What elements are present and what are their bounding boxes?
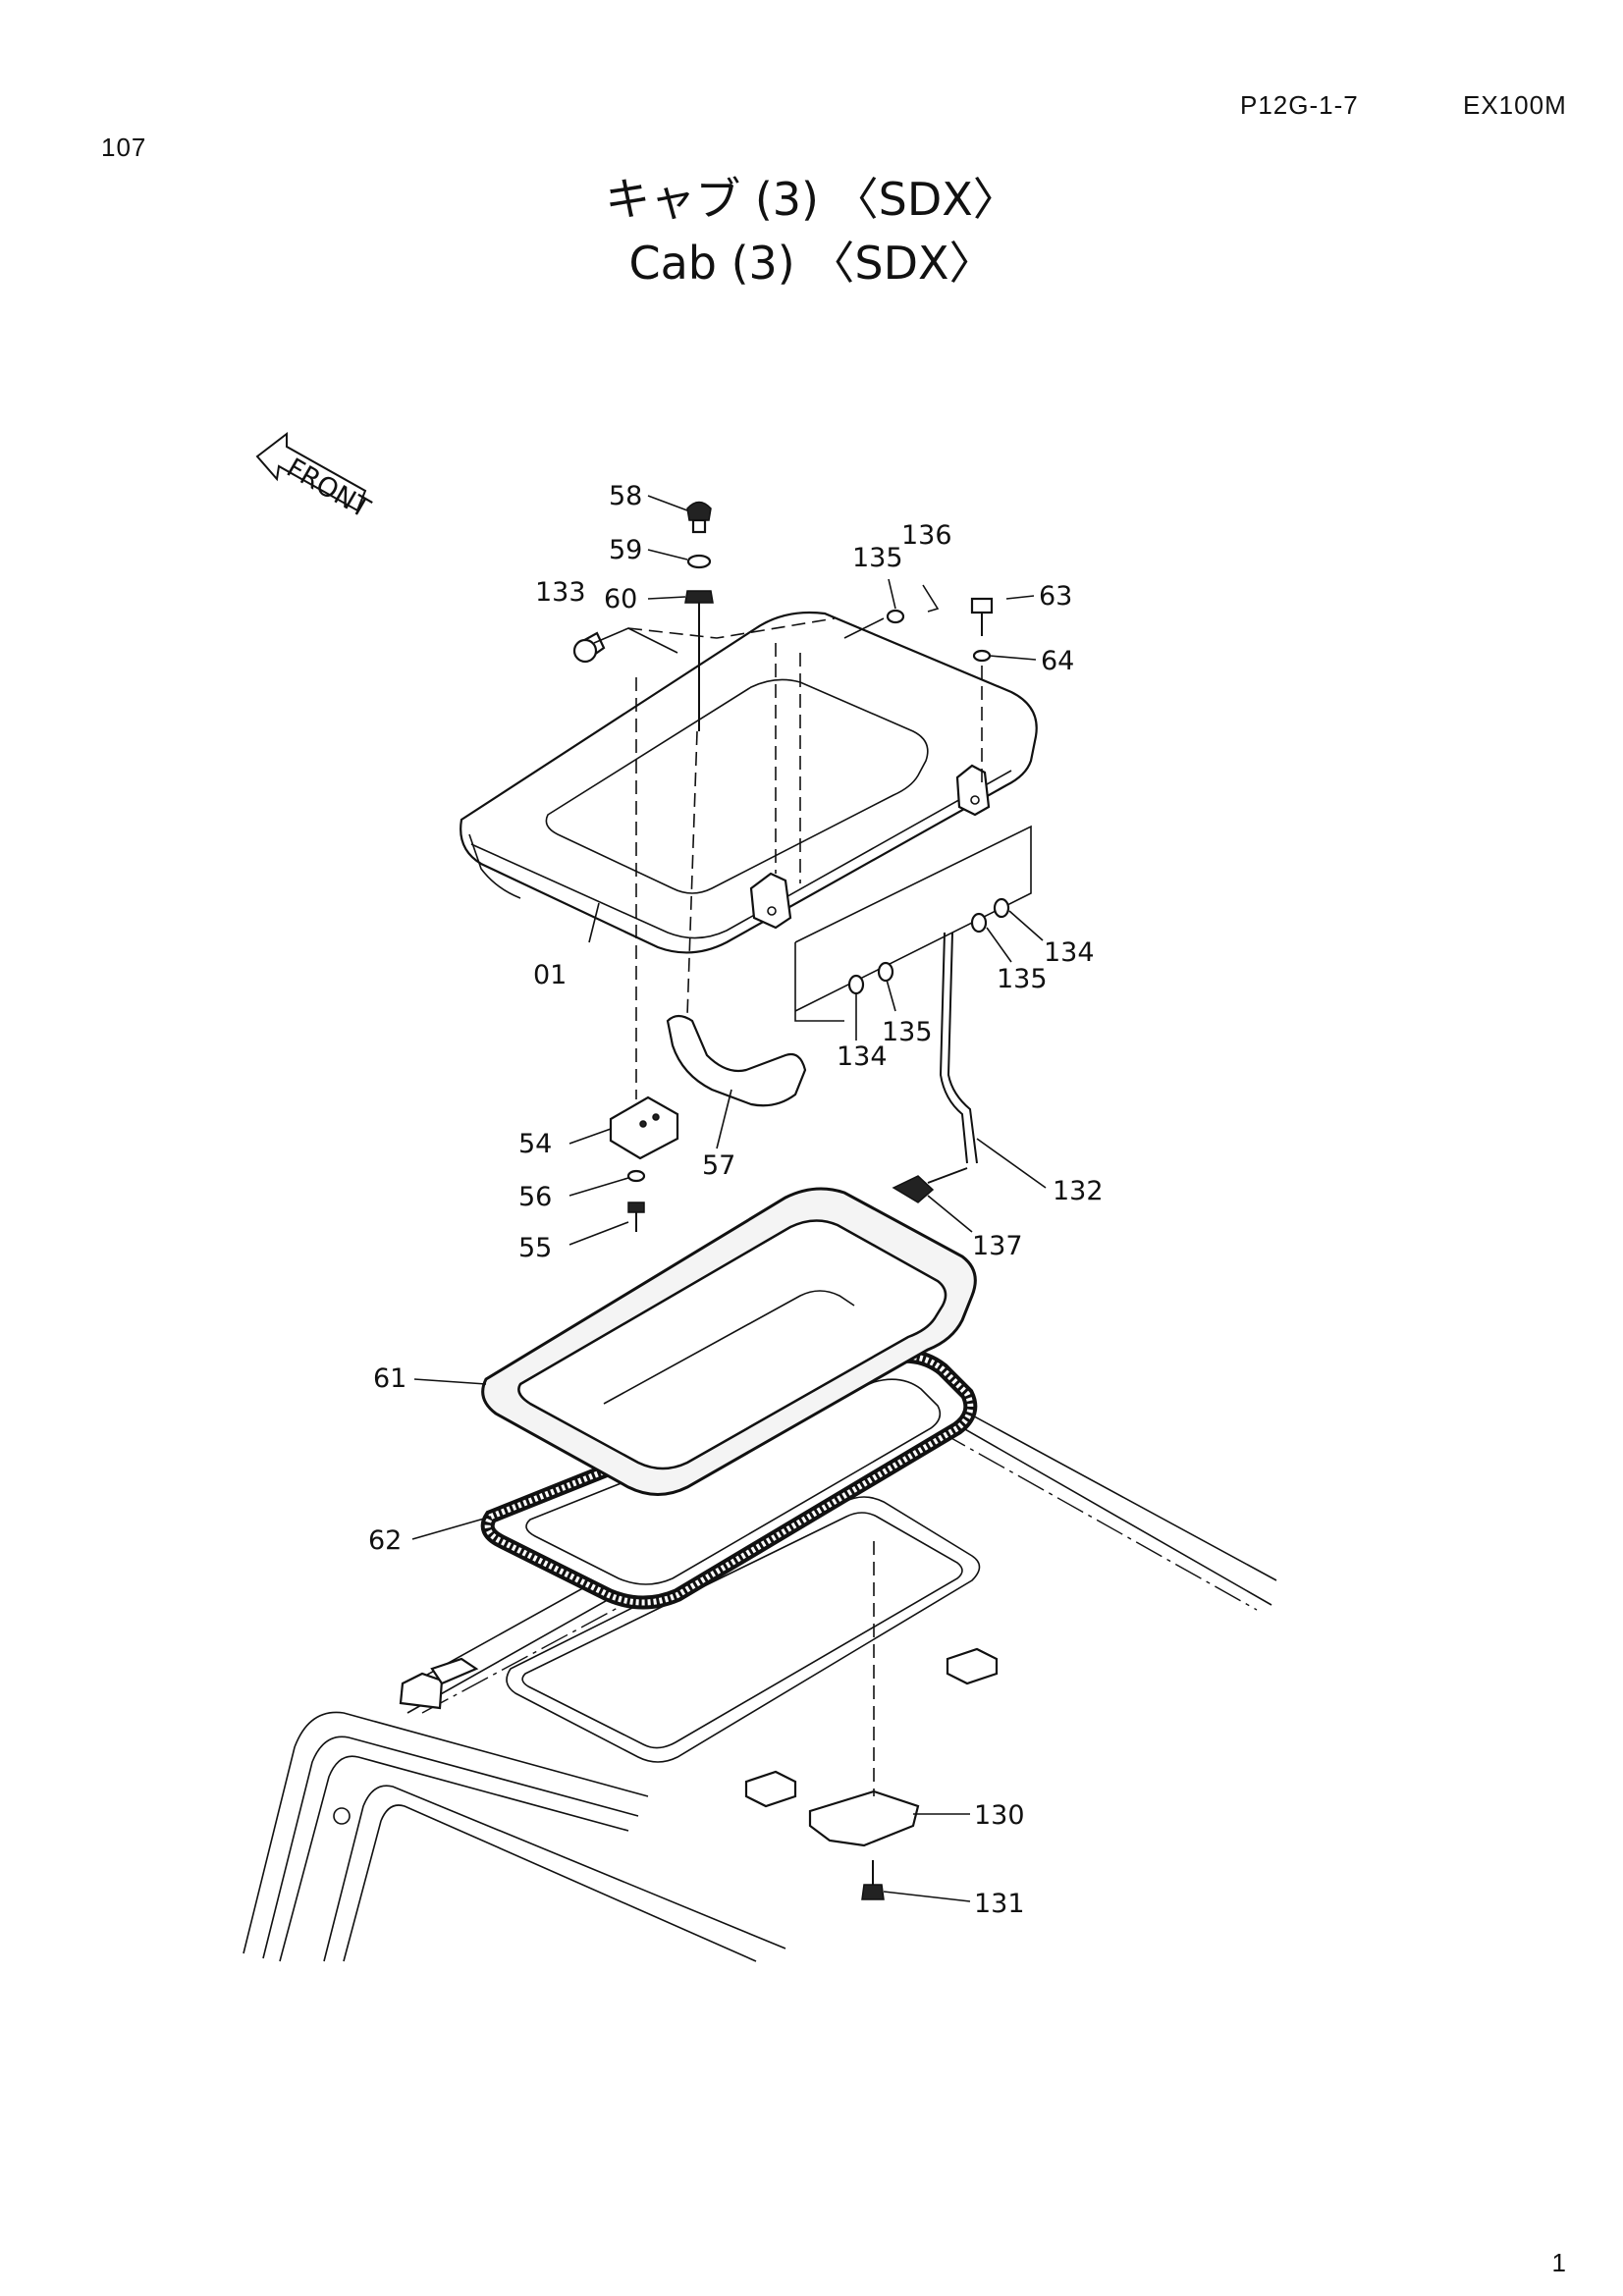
seal-61 <box>481 1187 977 1496</box>
model-number: EX100M <box>1463 90 1567 120</box>
callouts: 58 59 60 133 135 136 63 64 01 134 135 13… <box>368 481 1104 1919</box>
cab-body <box>243 1393 1277 1962</box>
callout-134-left: 134 <box>837 1041 888 1072</box>
callout-132: 132 <box>1053 1176 1104 1206</box>
callout-56: 56 <box>518 1182 552 1212</box>
callout-133: 133 <box>535 577 586 608</box>
leader-lines <box>411 495 1047 1902</box>
callout-136: 136 <box>901 520 952 551</box>
callout-57: 57 <box>702 1150 735 1181</box>
callout-131: 131 <box>974 1889 1025 1919</box>
roof-hatch <box>460 611 1038 1847</box>
title-japanese: キャブ (3) 〈SDX〉 <box>605 173 1018 226</box>
sheet-number: 1 <box>1551 2248 1566 2277</box>
callout-59: 59 <box>609 535 642 565</box>
front-arrow: FRONT <box>255 431 375 524</box>
callout-55: 55 <box>518 1233 552 1263</box>
callout-62: 62 <box>368 1525 402 1556</box>
callout-135-top: 135 <box>852 543 903 573</box>
callout-58: 58 <box>609 481 642 511</box>
title-english: Cab (3) 〈SDX〉 <box>628 237 995 290</box>
page-id: P12G-1-7 <box>1240 90 1359 120</box>
seal-62 <box>480 1349 978 1610</box>
callout-135-right: 135 <box>997 964 1048 994</box>
callout-137: 137 <box>972 1231 1023 1261</box>
callout-54: 54 <box>518 1129 552 1159</box>
hardware <box>572 501 1032 1900</box>
callout-60: 60 <box>604 584 637 614</box>
callout-130: 130 <box>974 1800 1025 1831</box>
callout-63: 63 <box>1039 581 1072 612</box>
callout-01: 01 <box>533 960 567 990</box>
callout-134-right: 134 <box>1044 937 1095 968</box>
page-number: 107 <box>101 133 147 162</box>
callout-61: 61 <box>373 1363 406 1394</box>
callout-64: 64 <box>1041 646 1074 676</box>
callout-135-left: 135 <box>882 1017 933 1047</box>
